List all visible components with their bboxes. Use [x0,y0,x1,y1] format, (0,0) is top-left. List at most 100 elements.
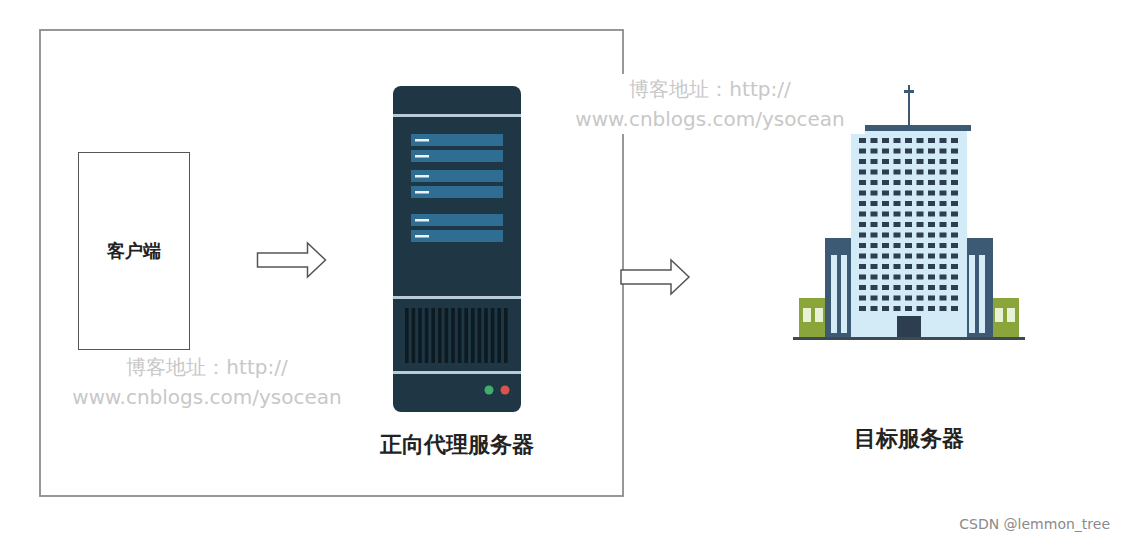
window [928,254,935,259]
window [917,138,924,143]
window [894,180,901,185]
server-rail [393,296,521,299]
window [905,180,912,185]
window [951,170,958,175]
window [951,222,958,227]
vent-slot [464,308,468,363]
vent-slot [438,308,442,363]
window [871,233,878,238]
window [940,243,947,248]
wing-window [969,255,975,333]
window [940,285,947,290]
window [871,285,878,290]
window [859,296,866,301]
window [940,138,947,143]
window [928,201,935,206]
window [905,138,912,143]
window [882,243,889,248]
window [940,264,947,269]
window [928,159,935,164]
window [894,212,901,217]
annex [991,298,1019,338]
window [917,180,924,185]
drive-bay [411,186,503,198]
door [897,316,921,338]
window [859,180,866,185]
window [928,264,935,269]
window [882,275,889,280]
window [917,170,924,175]
vent-slot [451,308,455,363]
window [871,306,878,311]
window [905,275,912,280]
window [905,159,912,164]
window [871,212,878,217]
window [859,138,866,143]
window [894,296,901,301]
window [951,285,958,290]
window [905,233,912,238]
window [882,296,889,301]
window [882,233,889,238]
window [894,243,901,248]
window [951,138,958,143]
window [871,296,878,301]
drive-led [415,155,429,158]
window [871,222,878,227]
drive-bay [411,214,503,226]
window [894,264,901,269]
node-label: 正向代理服务器 [357,430,557,460]
window [882,149,889,154]
window [882,254,889,259]
window [894,254,901,259]
window [928,170,935,175]
window [871,243,878,248]
proxy-side-frame [40,30,623,496]
roof [847,125,971,131]
vent-slot [405,308,409,363]
window [905,222,912,227]
window [859,212,866,217]
window [871,180,878,185]
window [917,306,924,311]
window [951,191,958,196]
window [859,222,866,227]
window [882,201,889,206]
wing-window [841,255,847,333]
window [928,222,935,227]
window [871,170,878,175]
window [928,296,935,301]
window [882,138,889,143]
status-light [501,386,510,395]
window [917,243,924,248]
vent-slot [504,308,508,363]
window [940,149,947,154]
vent-slot [491,308,495,363]
window [871,138,878,143]
drive-bay [411,170,503,182]
server-icon [393,86,521,412]
window [894,138,901,143]
drive-bay [411,230,503,242]
window [917,159,924,164]
drive-bay [411,134,503,146]
window [882,285,889,290]
drive-led [415,235,429,238]
window [928,233,935,238]
window [894,201,901,206]
window [905,264,912,269]
window [882,159,889,164]
proxy-server: 正向代理服务器 [357,86,557,460]
window [951,180,958,185]
window [951,159,958,164]
window [859,264,866,269]
window [859,275,866,280]
window [951,296,958,301]
signature: CSDN @lemmon_tree [880,514,1110,535]
window [917,233,924,238]
vent-slot [412,308,416,363]
window [928,243,935,248]
window [905,243,912,248]
vent-slot [425,308,429,363]
target-server: 目标服务器 [789,80,1029,454]
